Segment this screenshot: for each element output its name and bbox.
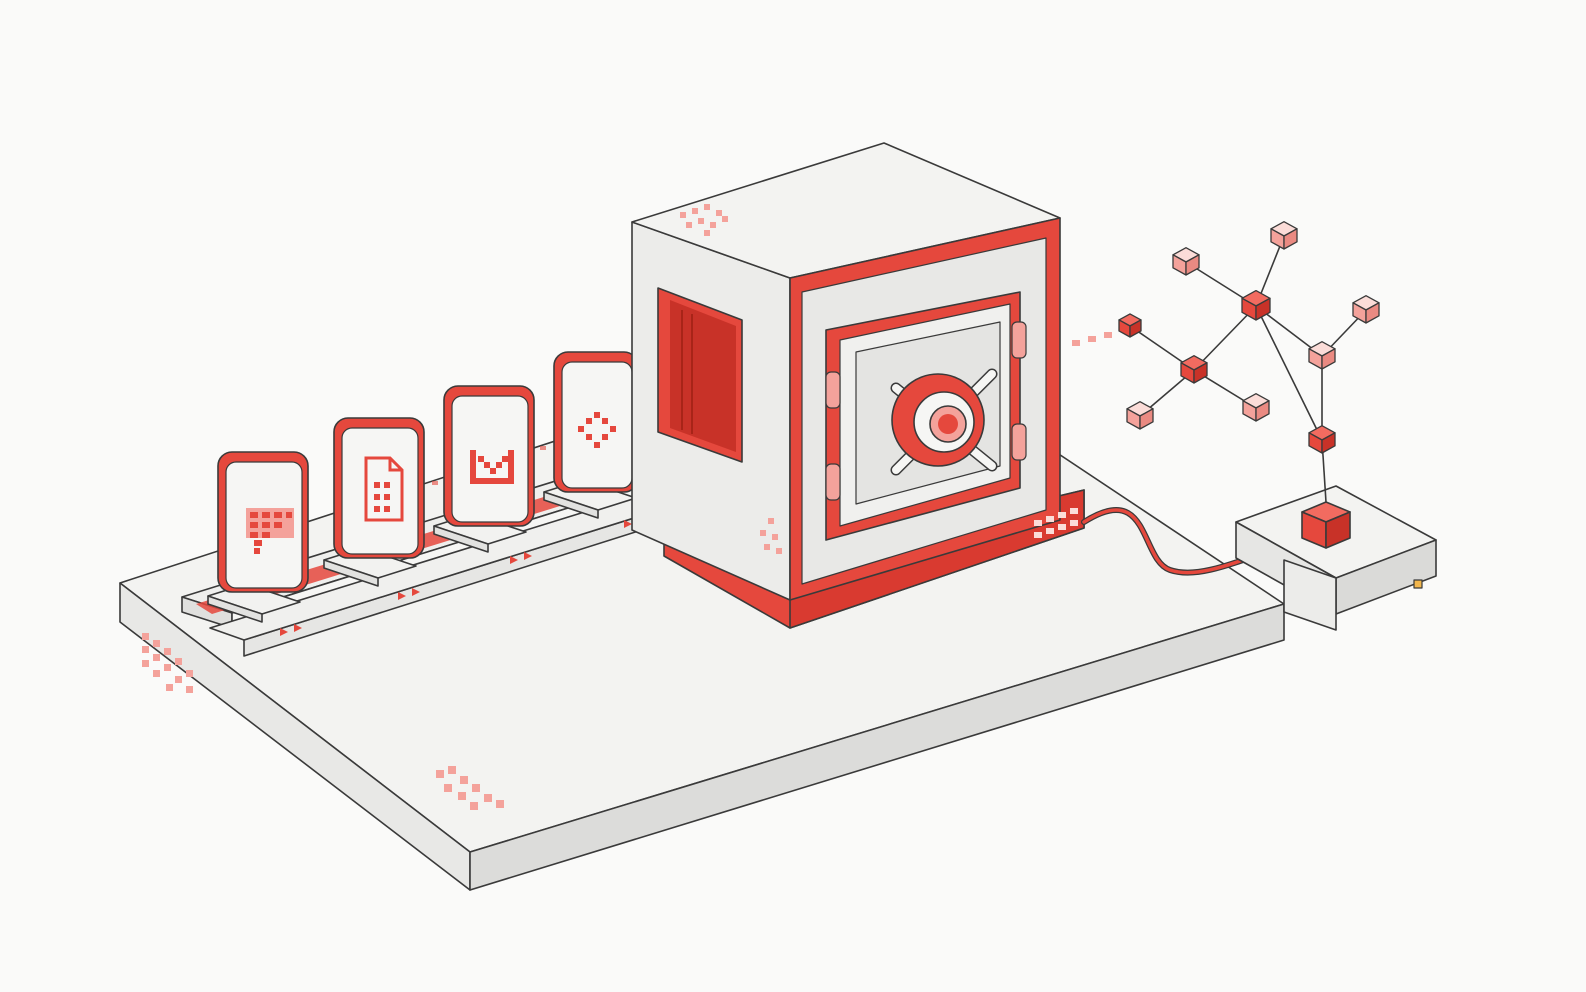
pixel-decoration (142, 633, 504, 810)
card-envelope (443, 385, 535, 527)
network-node-3 (1241, 289, 1271, 321)
network-node-4 (1172, 247, 1200, 276)
network-node-1 (1118, 313, 1142, 338)
network-node-9 (1242, 393, 1270, 422)
network-node-8 (1126, 401, 1154, 430)
network-link (1072, 332, 1112, 346)
vault-wheel-icon (890, 368, 998, 476)
vault-vents (1034, 508, 1078, 538)
network-node-7 (1308, 341, 1336, 370)
spreadsheet-document-icon (364, 456, 404, 522)
pixel-decoration (680, 204, 782, 554)
network-hub-icon (1235, 485, 1437, 631)
card-document (333, 417, 425, 559)
envelope-icon (470, 450, 514, 484)
circle-pixel-icon (578, 412, 616, 448)
vault (631, 142, 1085, 629)
network-node-10 (1308, 425, 1336, 454)
network-node-6 (1352, 295, 1380, 324)
node-graph-icon (1129, 235, 1367, 503)
status-light (1413, 579, 1423, 589)
chat-bubble-icon (246, 508, 294, 554)
network-node-2 (1180, 355, 1208, 384)
card-chat (217, 451, 309, 593)
card-circle (553, 351, 639, 493)
vault-hinges (825, 321, 1027, 501)
network-node-5 (1270, 221, 1298, 250)
